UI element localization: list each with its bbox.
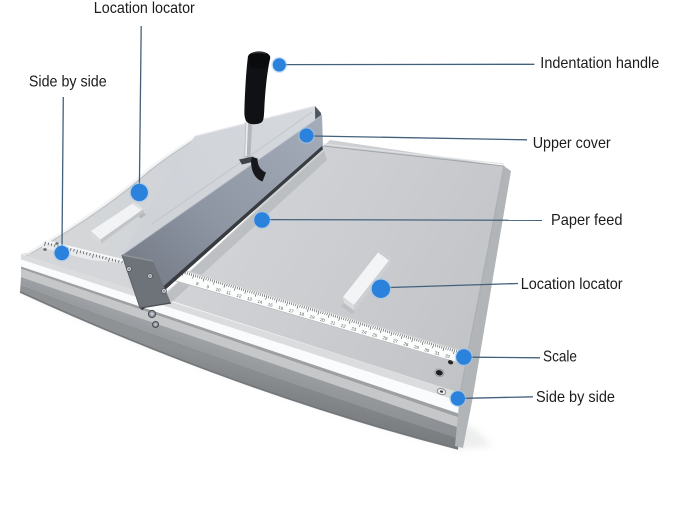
svg-text:25: 25 — [372, 332, 379, 338]
svg-text:30: 30 — [424, 347, 431, 353]
svg-text:Location locator: Location locator — [94, 0, 195, 17]
svg-text:Scale: Scale — [543, 348, 577, 365]
svg-text:29: 29 — [413, 344, 420, 350]
svg-text:Upper cover: Upper cover — [533, 135, 611, 152]
svg-text:Side by side: Side by side — [536, 389, 615, 406]
svg-text:21: 21 — [330, 320, 337, 326]
svg-text:24: 24 — [361, 329, 368, 335]
svg-text:Paper feed: Paper feed — [551, 212, 623, 229]
svg-text:22: 22 — [340, 323, 347, 329]
svg-text:15: 15 — [267, 302, 274, 308]
svg-text:14: 14 — [257, 299, 264, 305]
svg-text:17: 17 — [288, 308, 295, 314]
svg-text:13: 13 — [246, 296, 253, 302]
svg-text:27: 27 — [392, 338, 399, 344]
svg-text:16: 16 — [278, 305, 285, 311]
svg-text:Location locator: Location locator — [521, 276, 623, 293]
svg-text:31: 31 — [434, 350, 441, 356]
svg-text:11: 11 — [226, 290, 232, 296]
svg-text:Side by side: Side by side — [29, 73, 107, 90]
svg-text:12: 12 — [236, 293, 243, 299]
svg-text:28: 28 — [403, 341, 410, 347]
svg-text:18: 18 — [299, 311, 306, 317]
svg-text:20: 20 — [319, 317, 326, 323]
svg-text:23: 23 — [351, 326, 358, 332]
svg-text:Indentation handle: Indentation handle — [540, 55, 659, 72]
svg-text:32: 32 — [445, 353, 452, 359]
svg-text:9: 9 — [206, 284, 210, 290]
svg-text:8: 8 — [195, 281, 199, 287]
svg-text:10: 10 — [215, 287, 222, 293]
svg-text:26: 26 — [382, 335, 389, 341]
svg-text:19: 19 — [309, 314, 316, 320]
